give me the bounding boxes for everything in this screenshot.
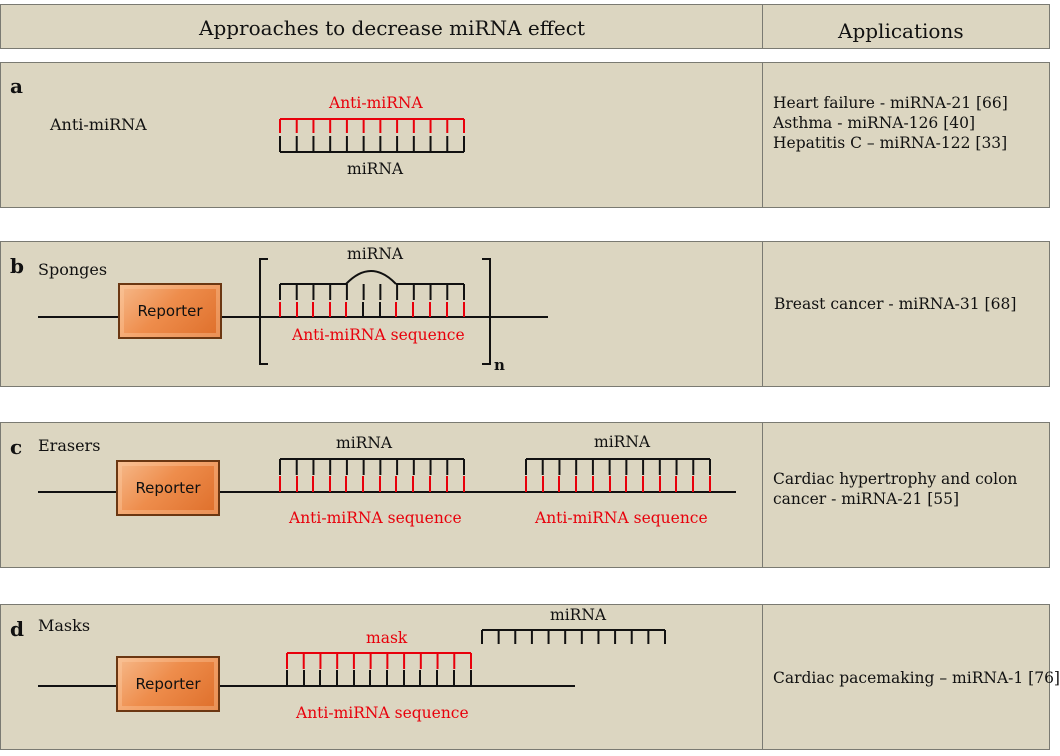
panel-a-left xyxy=(0,62,764,208)
panel-a-mirna-label: miRNA xyxy=(347,160,404,178)
panel-c-mirna-label-1: miRNA xyxy=(336,434,393,452)
panel-b-letter: b xyxy=(10,254,24,278)
panel-b-right xyxy=(762,241,1050,387)
panel-a-letter: a xyxy=(10,74,23,98)
panel-c-letter: c xyxy=(10,435,23,459)
panel-c-name: Erasers xyxy=(38,436,101,455)
panel-c-mirna-label-2: miRNA xyxy=(594,433,651,451)
header-right-cell xyxy=(762,4,1050,49)
header-approaches: Approaches to decrease miRNA effect xyxy=(199,16,586,40)
panel-a-application-3: Hepatitis C – miRNA-122 [33] xyxy=(773,134,1008,152)
panel-a-right xyxy=(762,62,1050,208)
panel-b-mirna-label: miRNA xyxy=(347,245,404,263)
panel-c-anti-mirna-sequence-label-1: Anti-miRNA sequence xyxy=(289,509,462,527)
panel-a-application-2: Asthma - miRNA-126 [40] xyxy=(773,114,976,132)
panel-c-right xyxy=(762,422,1050,568)
panel-b-bracket-right xyxy=(482,258,491,365)
panel-d-mirna-label: miRNA xyxy=(550,606,607,624)
header-applications: Applications xyxy=(838,19,964,43)
panel-b-anti-mirna-sequence-label: Anti-miRNA sequence xyxy=(292,326,465,344)
panel-c-application-1: Cardiac hypertrophy and colon xyxy=(773,470,1018,488)
panel-b-name: Sponges xyxy=(38,260,108,279)
panel-d-name: Masks xyxy=(38,616,91,635)
panel-d-application-1: Cardiac pacemaking – miRNA-1 [76] xyxy=(773,669,1060,687)
panel-d-right xyxy=(762,604,1050,750)
panel-d-letter: d xyxy=(10,617,24,641)
header-left-cell xyxy=(0,4,764,49)
panel-a-application-1: Heart failure - miRNA-21 [66] xyxy=(773,94,1008,112)
panel-a-anti-mirna-label: Anti-miRNA xyxy=(329,94,423,112)
panel-c-application-2: cancer - miRNA-21 [55] xyxy=(773,490,960,508)
panel-a-name: Anti-miRNA xyxy=(50,115,147,134)
reporter-box-d: Reporter xyxy=(116,656,220,712)
panel-b-application-1: Breast cancer - miRNA-31 [68] xyxy=(774,295,1017,313)
panel-b-repeat-n: n xyxy=(494,356,505,374)
reporter-box-c: Reporter xyxy=(116,460,220,516)
panel-c-anti-mirna-sequence-label-2: Anti-miRNA sequence xyxy=(535,509,708,527)
panel-d-mask-label: mask xyxy=(366,629,408,647)
panel-d-anti-mirna-sequence-label: Anti-miRNA sequence xyxy=(296,704,469,722)
panel-b-mirna-bulge xyxy=(345,270,397,285)
reporter-box-b: Reporter xyxy=(118,283,222,339)
panel-b-bracket-left xyxy=(259,258,268,365)
